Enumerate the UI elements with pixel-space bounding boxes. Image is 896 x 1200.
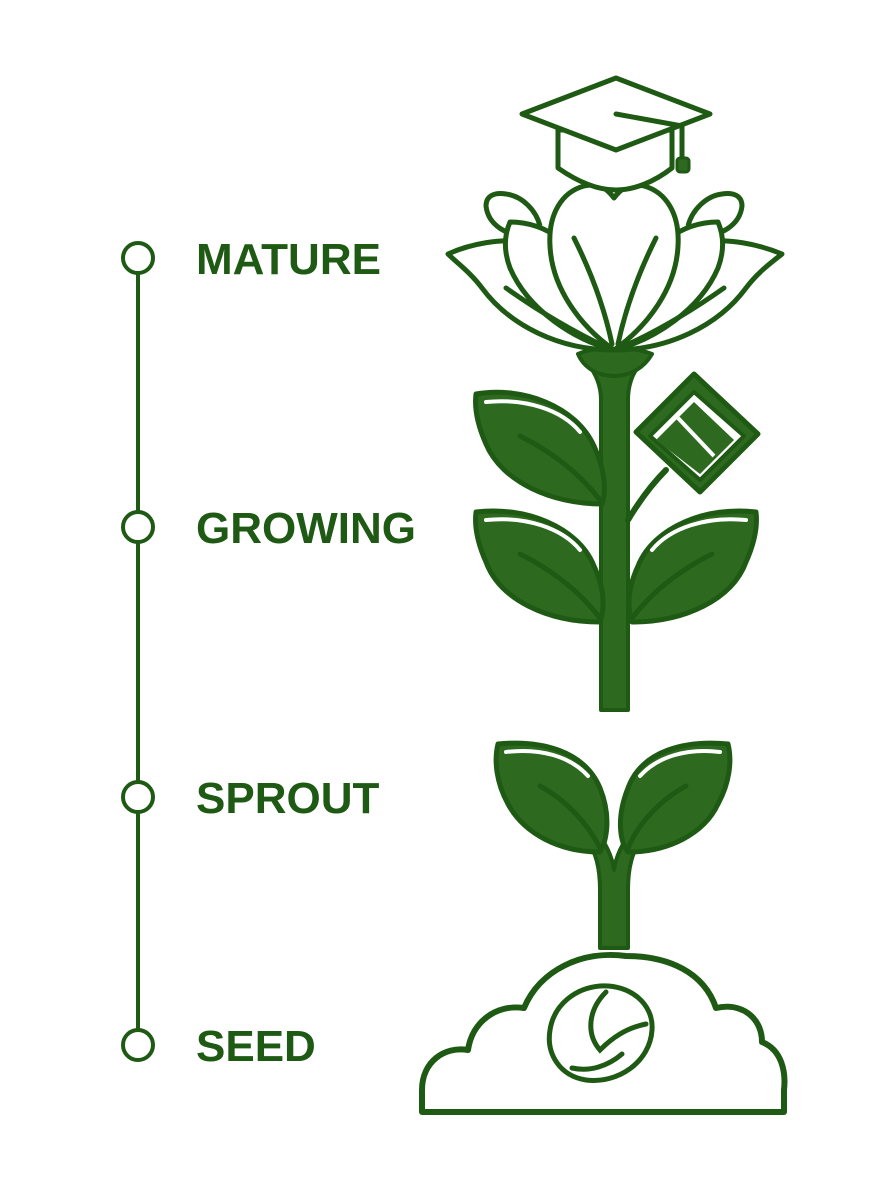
- book-icon: [633, 371, 761, 495]
- mature-illustration: [445, 75, 785, 378]
- book-branch: [625, 467, 669, 523]
- stage-label-mature: MATURE: [196, 235, 381, 284]
- graduation-cap-icon: [519, 75, 713, 193]
- timeline-node-sprout: [121, 780, 155, 814]
- seed-icon: [546, 983, 655, 1083]
- petal-center: [547, 182, 681, 353]
- sprout-leaf-left-vein: [537, 783, 603, 851]
- timeline-node-seed: [121, 1028, 155, 1062]
- petal-vein-4: [617, 285, 727, 351]
- upper-left-leaf-highlight: [484, 399, 582, 434]
- sprout-leaf-right-highlight: [638, 749, 722, 778]
- upper-left-leaf-vein: [517, 433, 603, 503]
- petal-vein-1: [571, 235, 615, 347]
- timeline-node-mature: [121, 241, 155, 275]
- stage-label-seed: SEED: [196, 1022, 316, 1071]
- sprout-illustration: [493, 740, 733, 950]
- stage-label-growing: GROWING: [196, 504, 416, 553]
- sprout-leaf-right-vein: [625, 783, 689, 851]
- seed-illustration: [419, 952, 788, 1115]
- lower-left-leaf-vein: [517, 551, 603, 621]
- lower-right-leaf-highlight: [650, 517, 748, 552]
- growing-illustration: [473, 362, 761, 712]
- lower-left-leaf-highlight: [484, 517, 582, 552]
- petal-vein-2: [615, 235, 659, 347]
- petal-vein-3: [503, 285, 611, 351]
- growing-stem: [586, 362, 642, 712]
- seed-crease: [588, 989, 649, 1054]
- sprout-leaf-left-highlight: [504, 749, 590, 778]
- lower-right-leaf-vein: [629, 551, 715, 621]
- stage-label-sprout: SPROUT: [196, 774, 380, 823]
- timeline-node-growing: [121, 510, 155, 544]
- seed-shine: [569, 1051, 625, 1072]
